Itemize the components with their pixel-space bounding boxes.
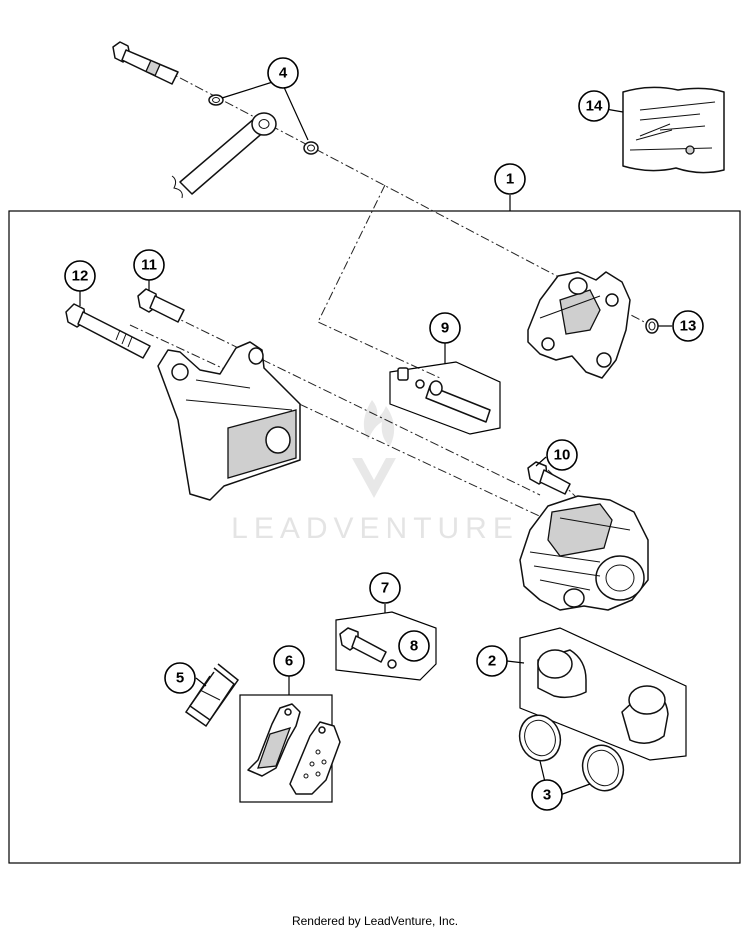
- callout-12-label: 12: [72, 268, 89, 285]
- washer-13: [645, 318, 659, 334]
- pistons-group: [519, 627, 687, 761]
- watermark-text: LEADVENTURE: [231, 512, 519, 545]
- callout-10-label: 10: [554, 447, 571, 464]
- callout-10: 10: [546, 439, 578, 471]
- callout-8-label: 8: [410, 638, 418, 655]
- callout-3-label: 3: [543, 787, 551, 804]
- callout-2-label: 2: [488, 653, 496, 670]
- pin-kit-group: [389, 361, 501, 435]
- callout-6: 6: [273, 645, 305, 677]
- callout-4: 4: [267, 57, 299, 89]
- callout-13: 13: [672, 310, 704, 342]
- brake-pads-group: [239, 694, 341, 803]
- pad-spring: [184, 663, 240, 728]
- caliper-carrier-bracket: [157, 341, 301, 501]
- callout-7-label: 7: [381, 580, 389, 597]
- callout-6-label: 6: [285, 653, 293, 670]
- caliper-bracket-upper: [527, 271, 631, 379]
- axle-bolt-group: [112, 41, 319, 199]
- callout-14: 14: [578, 90, 610, 122]
- seals-group: [518, 714, 625, 792]
- bolt-12: [65, 303, 151, 359]
- callout-11-label: 11: [141, 257, 157, 274]
- callout-4-label: 4: [279, 65, 288, 82]
- callout-9: 9: [429, 312, 461, 344]
- callout-12: 12: [64, 260, 96, 292]
- callout-7: 7: [369, 572, 401, 604]
- pin-bolt-group: [335, 611, 437, 681]
- callout-14-label: 14: [586, 98, 603, 115]
- callout-5-label: 5: [176, 670, 184, 687]
- footer-credit: Rendered by LeadVenture, Inc.: [291, 914, 459, 928]
- callout-11: 11: [133, 249, 165, 281]
- bolt-11: [137, 288, 185, 323]
- bolt-10: [527, 461, 571, 495]
- callout-1: 1: [494, 163, 526, 195]
- label-sheet: [622, 86, 725, 174]
- callout-1-label: 1: [506, 171, 514, 188]
- brake-caliper: [519, 495, 649, 611]
- callout-3: 3: [531, 779, 563, 811]
- callout-9-label: 9: [441, 320, 449, 337]
- callout-8: 8: [398, 630, 430, 662]
- watermark: LEADVENTURE: [231, 400, 519, 545]
- assembly-frame: [8, 210, 741, 864]
- callout-13-label: 13: [680, 318, 697, 335]
- callout-5: 5: [164, 662, 196, 694]
- callout-2: 2: [476, 645, 508, 677]
